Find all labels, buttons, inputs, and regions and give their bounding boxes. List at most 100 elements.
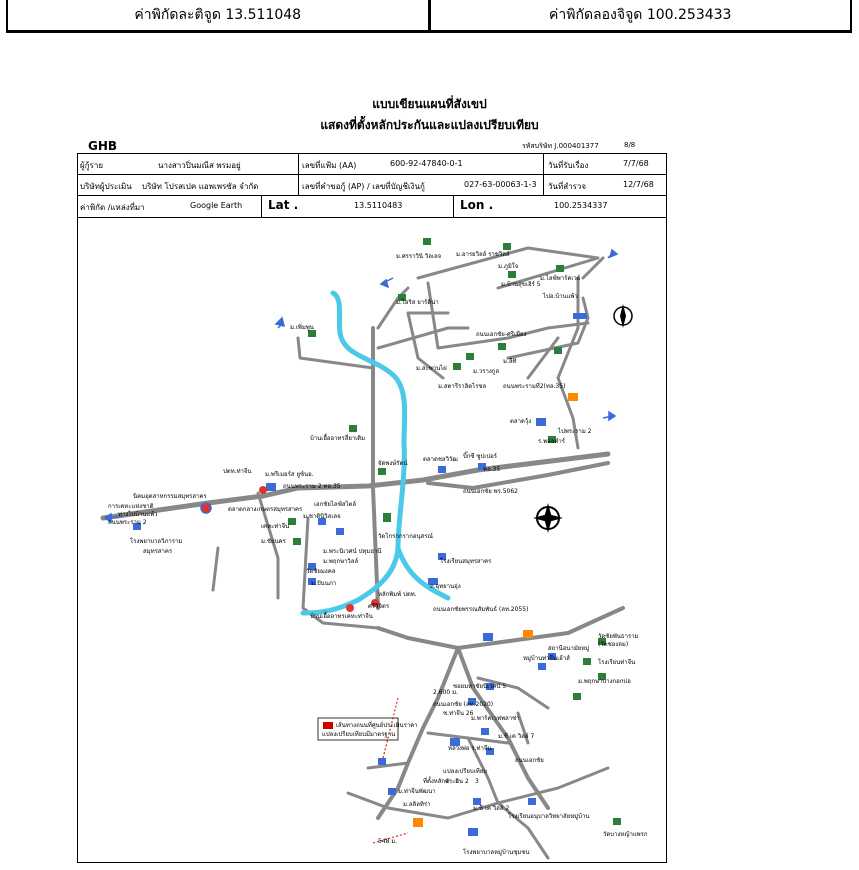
map-label: ม.ท่าจีนพัฒนา [398,787,436,795]
map-label: ม.ชี เค วิลล์ 7 [498,732,534,740]
map-label: ถนนพระราม 2 [108,519,147,526]
road-south-branches [346,676,610,860]
map-label: สมุทรสาคร [143,548,173,555]
map-label: ปตท.ท่าจีน [223,467,252,475]
map-label: แปลงเปรียบเทียบ [443,767,487,775]
map-label: ถนนพระราม 2 ทล.35 [283,483,341,490]
map-label: วัดชัยพันธาราม [598,633,639,640]
map-label: ม.วรางกูล [473,368,499,375]
legend-box [317,717,399,741]
brand-label: GHB [88,139,118,153]
map-label: ม.ไอริส ยาร์ดิน่า [396,298,439,306]
map-label: ไปอ.บ้านแพ้ว [542,292,578,300]
map-label: ทล.35 [483,466,500,473]
map-label: โรงเรียนท่าจีน [598,658,635,666]
map-label: วัดโกรกกรากอนุสรณ์ [378,532,433,540]
road-northsouth-west [371,326,380,610]
map-label: แปลงเปรียบเทียบมีมาตรฐาน [322,730,395,738]
map-label: ม.ชาตินิวิลเลจ [303,513,341,520]
map-label: ม.พฤกษาวิลล์ [323,557,358,565]
map-label: ม.สะพานไผ่ [416,364,447,372]
file-no-value: 600-92-47840-0-1 [390,159,463,168]
road-ekachai [426,461,610,490]
map-label: ร.พอลคำร์ [538,437,566,445]
source-value: Google Earth [190,201,243,210]
longitude-cell: ค่าพิกัดลองจิจูด 100.253433 [427,0,852,30]
road-west-spur [296,336,375,370]
road-southwest [211,491,380,630]
map-label: นิคมอุตสาหกรรมสมุทรสาคร [133,493,208,500]
map-label: ม.ชัยนคร [261,538,287,545]
map-subtitle: แสดงที่ตั้งหลักประกันและแปลงเปรียบเทียบ [320,118,539,132]
lon-label: Lon . [460,198,494,212]
map-label: ที่ตั้งหลักประกัน [423,775,463,785]
map-label: ม.เพิ่มพูน [290,323,314,331]
map-label: ซอยมหาชัยนิเวศน์ 5 [453,682,506,690]
landmark-icons [133,238,621,836]
appraiser-value: บริษัท โปรสเปค แอพเพรซัล จำกัด [142,182,259,191]
appraise-date-label: วันที่สำรวจ [548,182,587,191]
map-label: หลักพิมพ์ ปตท. [378,590,417,598]
map-label: ม.ชี เค วิลล์ 2 [473,804,509,812]
map-label: ถนนเอกชัย พร.5062 [463,488,518,495]
map-label: ถนนเอกชัย (ลท.2020) [433,701,493,708]
map-labels: ม.ศรราวินิ วิลเลจ ม.อารยวิลล์ ราชวิลล์ ม… [108,250,648,856]
form-row-appraiser: บริษัทผู้ประเมิน บริษัท โปรสเปค แอพเพรซั… [78,175,666,196]
map-label: ตลาดชลวิวัฒ [423,456,458,463]
ap-no-label: เลขที่คำขอกู้ (AP) / เลขที่บัญชีเงินกู้ [302,182,425,191]
borrower-label: ผู้กู้ราย [80,161,104,170]
lon-value: 100.2534337 [554,201,608,210]
map-label: ม.สตารีราลิตไรชล [438,382,486,390]
ap-no-value: 027-63-00063-1-3 [464,180,537,189]
map-label: บ้านเอื้ออาทรสี่ยาเดิม [310,432,365,442]
map-label: เคหะท่าจีน [261,522,289,530]
map-label: ม.ศรราวินิ วิลเลจ [396,253,441,260]
map-label: ถนนเอกชัย-ศรีเมือง [476,330,527,338]
map-label: ศรีวิจิตร [368,602,390,610]
survey-date-label: วันที่รับเรื่อง [548,161,589,170]
lat-label: Lat . [268,198,299,212]
map-label: ม.พฤกษาบางกอกปอ [578,678,631,685]
map-label: ม.พาร์คเวฟพลาซ่า [471,714,520,722]
latitude-cell: ค่าพิกัดละติจูด 13.511048 [6,0,428,30]
map-label: จัดพงษ์รัตน์ [378,459,408,467]
map-label: วัดบางหญ้าแพรก [603,831,648,838]
map-label: โรงพยาบาลวิภาราม [130,537,182,545]
map-label: ม.ปันนภา [311,580,336,587]
map-label: บิ๊กซี ซูปเปอร์ [463,451,498,460]
file-no-label: เลขที่แฟ้ม (AA) [302,161,357,170]
map-title: แบบเขียนแผนที่สังเขป [372,97,487,111]
map-label: โรงเรียนอนุบาลวิทยาลัยหมู่บ้าน [508,812,589,820]
form-row-borrower: ผู้กู้ราย นางสาวปิ่นมณีส พรมอยู่ เลขที่แ… [78,154,666,175]
reference-page: 8/8 [624,141,636,149]
location-map: ม.ศรราวินิ วิลเลจ ม.อารยวิลล์ ราชวิลล์ ม… [100,238,648,860]
coordinate-bar: ค่าพิกัดละติจูด 13.511048 ค่าพิกัดลองจิจ… [6,0,852,33]
map-label: ม.ไลฟ์พาร์คเวย์ [540,274,580,282]
road-south-main [376,606,625,820]
map-label: ถนนพระรามที่2(ทล.35) [503,382,565,390]
map-label: 2 [465,778,469,785]
map-label: หมู่บ้านท่าจีนเฮ้าส์ [523,654,570,662]
map-label: โรงเรียนสมุทรสาคร [440,557,492,565]
map-label: ม.อารยวิลล์ ราชวิลล์ [456,250,510,258]
compass-rose-center [533,503,563,533]
appraise-date-value: 12/7/68 [623,180,654,189]
map-label: ตลาดวุ้ง [510,418,531,425]
map-label: 548 ม. [378,838,397,845]
river [300,290,451,616]
form-row-coordinates: ค่าพิกัด /แหล่งที่มา Google Earth Lat . … [78,196,666,218]
map-label: เส้นทางถนนที่ศูนย์ประเมินราคา [336,721,418,729]
map-label: ซ.ท่าจีน 26 [443,709,474,717]
source-label: ค่าพิกัด /แหล่งที่มา [80,203,145,212]
map-label: ทางไปบ้านแพ้ว [118,510,158,518]
map-label: ม.ลีทิ [503,357,517,365]
map-label: ถ.อุทยานอุ่ง [430,583,461,590]
map-label: 4 [445,778,449,785]
direction-arrows [103,248,619,524]
map-label: บ้านเอื้ออาทรเคหะท่าจีน [310,610,373,620]
map-label: ม.บ้านสุขเฮิร์ 5 [501,280,541,288]
map-label: 1 [455,778,459,785]
route-path [372,697,409,844]
map-label: ม.พรีเมอร์ส ยูซ์นอ. [265,470,314,478]
map-label: สถานีอนามัยหมู่ [548,644,589,652]
